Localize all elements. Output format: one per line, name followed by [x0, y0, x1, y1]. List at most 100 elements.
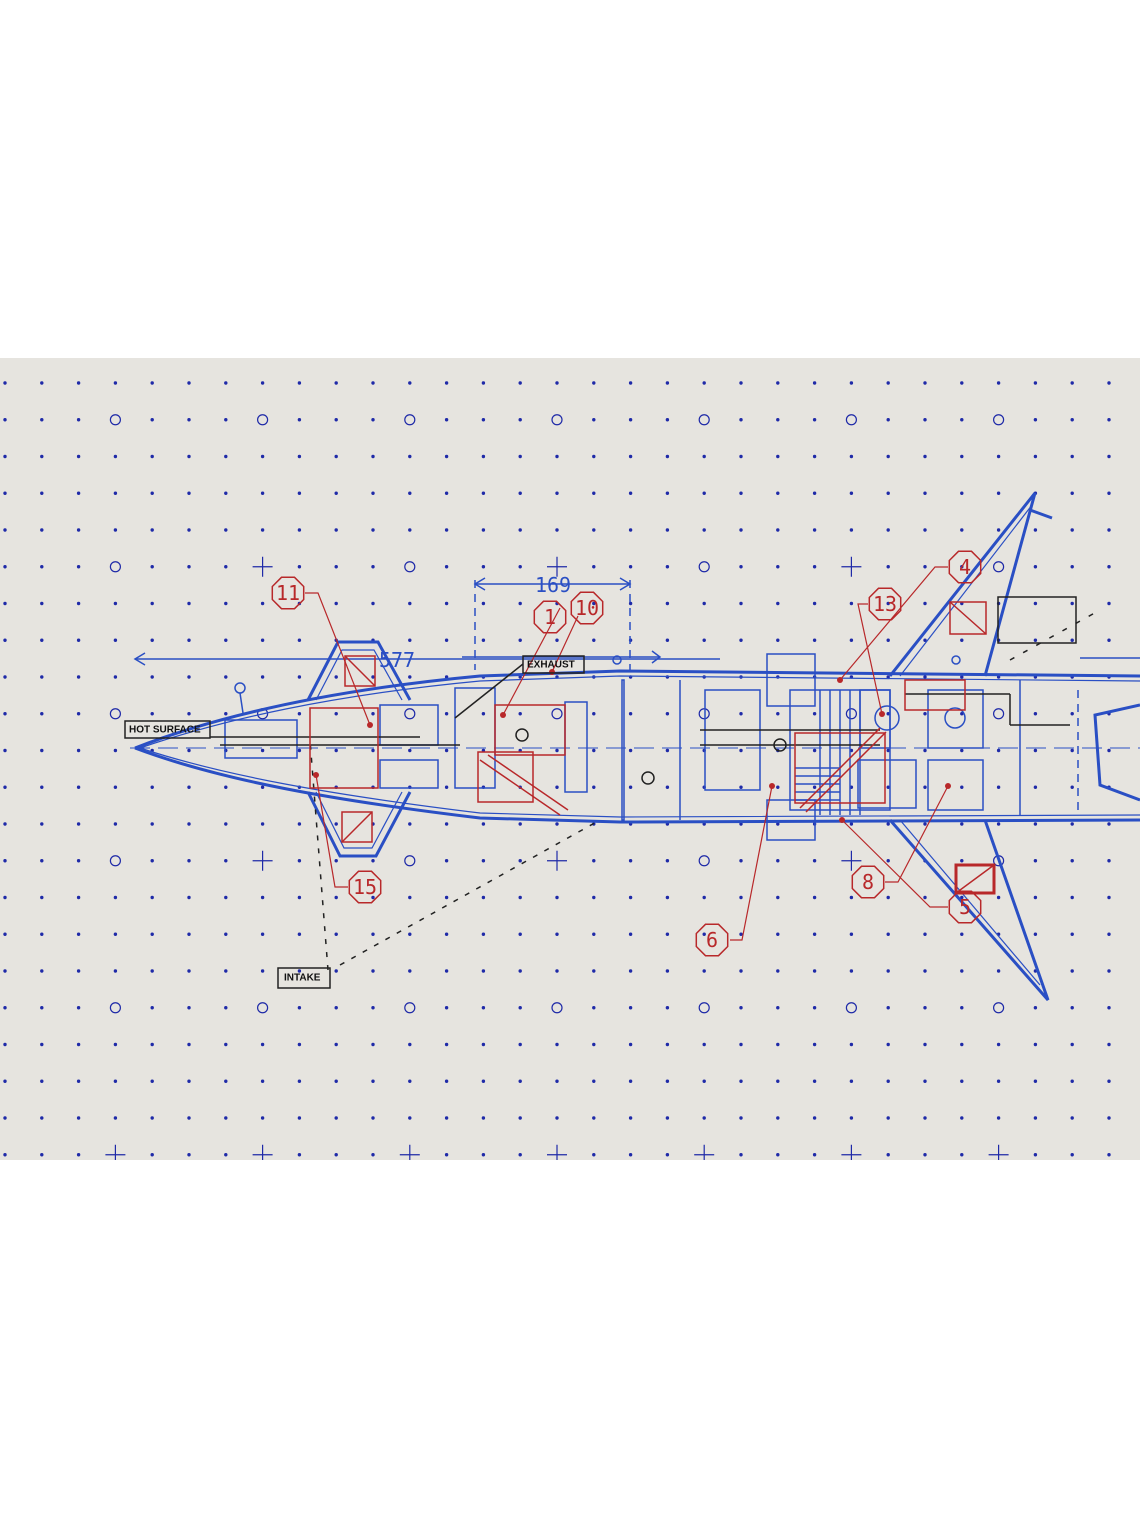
- grid-dot: [1033, 1116, 1038, 1120]
- grid-dot: [665, 1042, 670, 1047]
- grid-dot: [260, 1116, 265, 1120]
- grid-dot: [518, 859, 522, 863]
- grid-dot: [886, 528, 890, 532]
- grid-dot: [113, 601, 118, 606]
- red-components: [309, 601, 996, 895]
- grid-dot: [371, 418, 375, 422]
- grid-dot: [592, 565, 596, 569]
- grid-dot: [40, 638, 44, 642]
- grid-dot: [113, 381, 118, 385]
- grid-dot: [444, 1042, 449, 1047]
- grid-cross-marker: [252, 850, 273, 871]
- callout-octagon: [348, 870, 382, 904]
- grid-dot: [371, 528, 375, 532]
- grid-dot: [960, 528, 964, 532]
- grid-dot: [960, 454, 964, 459]
- grid-dot: [739, 565, 743, 569]
- grid-dot: [408, 822, 412, 826]
- grid-dot: [113, 675, 118, 679]
- grid-dot: [150, 491, 154, 495]
- grid-hexagon-marker: [109, 561, 122, 573]
- grid-dot: [960, 1079, 964, 1083]
- grid-dot: [371, 1042, 375, 1047]
- grid-dot: [849, 969, 854, 973]
- grid-dot: [113, 454, 118, 459]
- grid-dot: [739, 1116, 743, 1120]
- grid-dot: [518, 638, 522, 642]
- grid-dot: [371, 712, 375, 716]
- grid-dot: [555, 822, 559, 826]
- grid-dot: [481, 454, 486, 459]
- grid-dot: [408, 1079, 412, 1083]
- grid-dot: [150, 675, 154, 679]
- callout-15: 15: [348, 870, 382, 904]
- grid-dot: [113, 785, 118, 789]
- grid-dot: [334, 712, 338, 716]
- grid-dot: [555, 932, 559, 936]
- grid-dot: [739, 1006, 743, 1010]
- grid-dot: [923, 822, 927, 826]
- grid-dot: [76, 785, 81, 789]
- grid-dot: [444, 969, 449, 973]
- grid-dot: [297, 418, 302, 422]
- grid-dot: [334, 528, 338, 532]
- grid-dot: [702, 491, 706, 495]
- grid-dot: [665, 932, 670, 936]
- grid-dot: [628, 932, 633, 936]
- grid-dot: [224, 1042, 228, 1047]
- grid-dot: [3, 454, 7, 459]
- grid-dot: [1070, 565, 1074, 569]
- intake-tag: INTAKE: [277, 967, 331, 989]
- grid-dot: [481, 859, 486, 863]
- grid-dot: [1107, 822, 1111, 826]
- grid-dot: [886, 1116, 890, 1120]
- grid-dot: [481, 528, 486, 532]
- callout-4: 4: [948, 550, 982, 584]
- grid-dot: [40, 1153, 44, 1157]
- grid-dot: [1107, 859, 1111, 863]
- grid-dot: [444, 638, 449, 642]
- grid-dot: [812, 859, 817, 863]
- grid-dot: [776, 381, 780, 385]
- grid-dot: [1070, 712, 1074, 716]
- grid-dot: [996, 748, 1001, 753]
- grid-dot: [481, 969, 486, 973]
- grid-dot: [187, 712, 191, 716]
- grid-dot: [849, 601, 854, 606]
- grid-dot: [187, 454, 191, 459]
- grid-dot: [886, 638, 890, 642]
- grid-dot: [408, 454, 412, 459]
- grid-dot: [960, 785, 964, 789]
- callout-octagon: [851, 865, 885, 899]
- grid-dot: [592, 1116, 596, 1120]
- grid-dot: [812, 712, 817, 716]
- grid-dot: [739, 932, 743, 936]
- grid-dot: [371, 491, 375, 495]
- grid-dot: [518, 932, 522, 936]
- grid-dot: [739, 969, 743, 973]
- grid-dot: [224, 418, 228, 422]
- grid-dot: [40, 528, 44, 532]
- piping-details: [210, 596, 1101, 971]
- grid-dot: [739, 1079, 743, 1083]
- grid-dot: [224, 528, 228, 532]
- grid-dot: [297, 1006, 302, 1010]
- grid-dot: [481, 1116, 486, 1120]
- grid-dot: [334, 969, 338, 973]
- grid-hexagon-marker: [109, 708, 122, 720]
- grid-dot: [40, 1116, 44, 1120]
- grid-dot: [1107, 491, 1111, 495]
- grid-dot: [960, 748, 964, 753]
- grid-hexagon-marker: [257, 414, 269, 426]
- grid-hexagon-marker: [698, 708, 710, 720]
- grid-dot: [260, 969, 265, 973]
- grid-dot: [444, 712, 449, 716]
- grid-dot: [702, 895, 706, 900]
- grid-dot: [3, 822, 7, 826]
- grid-dot: [776, 932, 780, 936]
- callout-number: 10: [575, 596, 599, 620]
- grid-dot: [812, 381, 817, 385]
- grid-dot: [187, 418, 191, 422]
- grid-dot: [812, 1042, 817, 1047]
- grid-dot: [923, 675, 927, 679]
